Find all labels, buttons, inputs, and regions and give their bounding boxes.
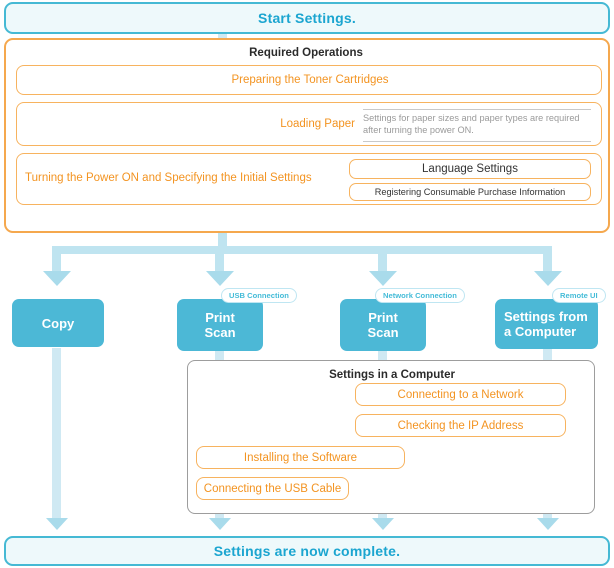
computer-setting-checking-the-ip-address[interactable]: Checking the IP Address [355, 414, 566, 437]
step-preparing-toner-cartridges-label: Preparing the Toner Cartridges [231, 74, 389, 86]
computer-setting-installing-the-software[interactable]: Installing the Software [196, 446, 405, 469]
start-settings-label: Start Settings. [258, 10, 356, 26]
branch-box-settings-from-a-computer-line1: Settings from [504, 309, 588, 324]
sub-item-language-settings[interactable]: Language Settings [349, 159, 591, 179]
arrowhead-bottom-network [372, 518, 394, 530]
arrowhead-network [369, 271, 397, 286]
connector-drop-usb [215, 246, 224, 272]
connector-drop-remote [543, 246, 552, 272]
branch-box-print-scan-usb-line1: Print [205, 310, 235, 325]
settings-in-a-computer-title: Settings in a Computer [329, 369, 455, 381]
step-preparing-toner-cartridges[interactable]: Preparing the Toner Cartridges [16, 65, 602, 95]
badge-remote-ui: Remote UI [552, 288, 606, 303]
branch-box-print-scan-network-line2: Scan [367, 325, 399, 340]
connector-drop-network [378, 246, 387, 272]
arrowhead-bottom-copy [46, 518, 68, 530]
branch-box-copy-label: Copy [41, 315, 75, 331]
arrowhead-remote [534, 271, 562, 286]
required-operations-title: Required Operations [249, 47, 363, 59]
connector-required-to-bar [218, 231, 227, 253]
computer-setting-connecting-the-usb-cable[interactable]: Connecting the USB Cable [196, 477, 349, 500]
branch-box-print-scan-usb-line2: Scan [204, 325, 236, 340]
step-turning-power-on[interactable]: Turning the Power ON and Specifying the … [16, 153, 602, 205]
branch-box-settings-from-a-computer[interactable]: Settings from a Computer [495, 299, 598, 349]
computer-setting-connecting-to-a-network[interactable]: Connecting to a Network [355, 383, 566, 406]
badge-usb-connection: USB Connection [221, 288, 297, 303]
badge-network-connection: Network Connection [375, 288, 465, 303]
arrowhead-usb [206, 271, 234, 286]
step-loading-paper[interactable]: Loading Paper Settings for paper sizes a… [16, 102, 602, 146]
branch-box-print-scan-network-line1: Print [368, 310, 398, 325]
branch-box-settings-from-a-computer-line2: a Computer [504, 324, 577, 339]
settings-complete-label: Settings are now complete. [213, 543, 401, 559]
connector-copy-down [52, 348, 61, 518]
settings-complete-box: Settings are now complete. [4, 536, 610, 566]
branch-box-print-scan-usb[interactable]: Print Scan [177, 299, 263, 351]
arrowhead-bottom-usb [209, 518, 231, 530]
sub-item-registering-consumable-purchase-information[interactable]: Registering Consumable Purchase Informat… [349, 183, 591, 201]
branch-box-print-scan-network[interactable]: Print Scan [340, 299, 426, 351]
step-turning-power-on-label: Turning the Power ON and Specifying the … [25, 172, 312, 184]
arrowhead-copy [43, 271, 71, 286]
connector-distribution-bar [52, 246, 552, 254]
required-operations-panel: Required Operations Preparing the Toner … [4, 38, 610, 233]
connector-drop-copy [52, 246, 61, 272]
start-settings-box: Start Settings. [4, 2, 610, 34]
step-loading-paper-label: Loading Paper [280, 118, 355, 130]
branch-box-copy[interactable]: Copy [12, 299, 104, 347]
loading-paper-note: Settings for paper sizes and paper types… [363, 109, 591, 142]
arrowhead-bottom-remote [537, 518, 559, 530]
